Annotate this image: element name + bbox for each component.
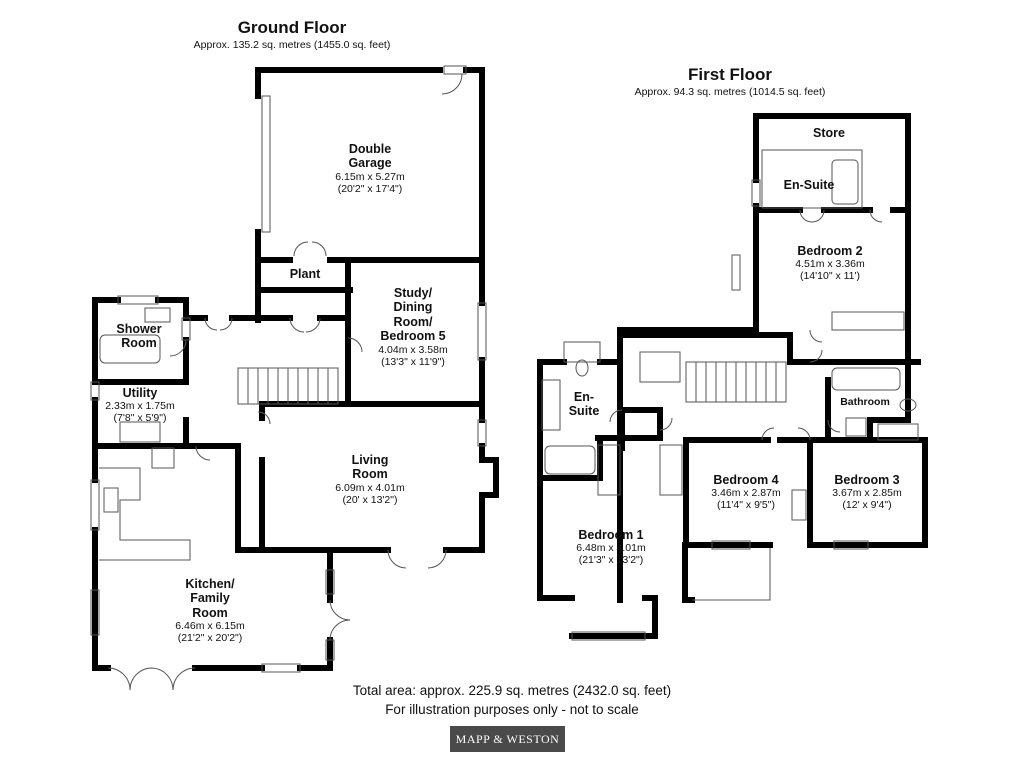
room-dim-imperial: (11'4" x 9'5") <box>717 499 775 512</box>
room-bathroom: Bathroom <box>832 396 898 408</box>
ground-floor-fixtures <box>90 65 487 691</box>
room-name: Living Room <box>351 453 389 482</box>
room-dim-imperial: (12' x 9'4") <box>842 499 892 512</box>
room-name: Bathroom <box>840 396 890 408</box>
room-ensuite-2: En-Suite <box>772 178 846 192</box>
room-bedroom-4: Bedroom 4 3.46m x 2.87m (11'4" x 9'5") <box>690 473 802 512</box>
room-name: Bedroom 2 <box>797 244 863 258</box>
first-floor-fixtures <box>541 149 919 641</box>
room-dim-metric: 3.46m x 2.87m <box>711 487 781 500</box>
room-dim-metric: 6.09m x 4.01m <box>335 481 405 494</box>
room-dim-imperial: (14'10" x 11') <box>799 270 861 283</box>
room-dim-imperial: (20'2" x 17'4") <box>337 182 403 195</box>
room-name: Bedroom 3 <box>834 473 900 487</box>
room-study: Study/ Dining Room/ Bedroom 5 4.04m x 3.… <box>358 286 468 368</box>
room-dim-metric: 6.46m x 6.15m <box>175 620 245 633</box>
room-name: Utility <box>122 386 158 400</box>
room-utility: Utility 2.33m x 1.75m (7'8" x 5'9") <box>96 386 184 425</box>
room-dim-metric: 4.51m x 3.36m <box>795 258 865 271</box>
room-dim-metric: 3.67m x 2.85m <box>832 487 902 500</box>
room-dim-imperial: (21'2" x 20'2") <box>177 632 243 645</box>
room-bedroom-2: Bedroom 2 4.51m x 3.36m (14'10" x 11') <box>775 244 885 283</box>
room-name: En-Suite <box>783 178 835 192</box>
ground-floor-area: Approx. 135.2 sq. metres (1455.0 sq. fee… <box>193 39 391 51</box>
room-ensuite-1: En- Suite <box>562 390 606 419</box>
total-area: Total area: approx. 225.9 sq. metres (24… <box>352 683 672 698</box>
room-name: En- Suite <box>568 390 600 419</box>
room-shower: Shower Room <box>104 322 174 351</box>
room-bedroom-3: Bedroom 3 3.67m x 2.85m (12' x 9'4") <box>812 473 922 512</box>
room-dim-metric: 6.15m x 5.27m <box>335 170 405 183</box>
room-dim-imperial: (21'3" x 13'2") <box>578 554 644 567</box>
room-bedroom-1: Bedroom 1 6.48m x 4.01m (21'3" x 13'2") <box>556 528 666 567</box>
first-floor-walls <box>537 113 928 639</box>
room-name: Study/ Dining Room/ Bedroom 5 <box>380 286 446 344</box>
room-name: Kitchen/ Family Room <box>185 577 235 620</box>
room-kitchen: Kitchen/ Family Room 6.46m x 6.15m (21'2… <box>160 577 260 644</box>
disclaimer: For illustration purposes only - not to … <box>385 702 639 717</box>
room-dim-imperial: (20' x 13'2") <box>342 493 398 506</box>
ground-floor-title: Ground Floor <box>237 18 347 37</box>
room-living: Living Room 6.09m x 4.01m (20' x 13'2") <box>320 453 420 506</box>
room-double-garage: Double Garage 6.15m x 5.27m (20'2" x 17'… <box>310 142 430 195</box>
room-dim-metric: 6.48m x 4.01m <box>576 542 646 555</box>
room-name: Plant <box>289 267 321 281</box>
room-name: Bedroom 4 <box>713 473 779 487</box>
room-name: Bedroom 1 <box>578 528 644 542</box>
room-name: Store <box>813 126 845 140</box>
room-dim-imperial: (7'8" x 5'9") <box>113 412 167 425</box>
room-name: Double Garage <box>348 142 392 171</box>
ground-floor-walls <box>92 67 499 671</box>
room-dim-metric: 4.04m x 3.58m <box>378 343 448 356</box>
room-dim-metric: 2.33m x 1.75m <box>105 400 175 413</box>
room-plant: Plant <box>272 267 338 281</box>
first-floor-title: First Floor <box>687 65 773 84</box>
room-dim-imperial: (13'3" x 11'9") <box>381 355 445 368</box>
agent-logo: MAPP & WESTON <box>450 726 565 752</box>
room-store: Store <box>794 126 864 140</box>
room-name: Shower Room <box>116 322 162 351</box>
first-floor-area: Approx. 94.3 sq. metres (1014.5 sq. feet… <box>634 86 826 98</box>
